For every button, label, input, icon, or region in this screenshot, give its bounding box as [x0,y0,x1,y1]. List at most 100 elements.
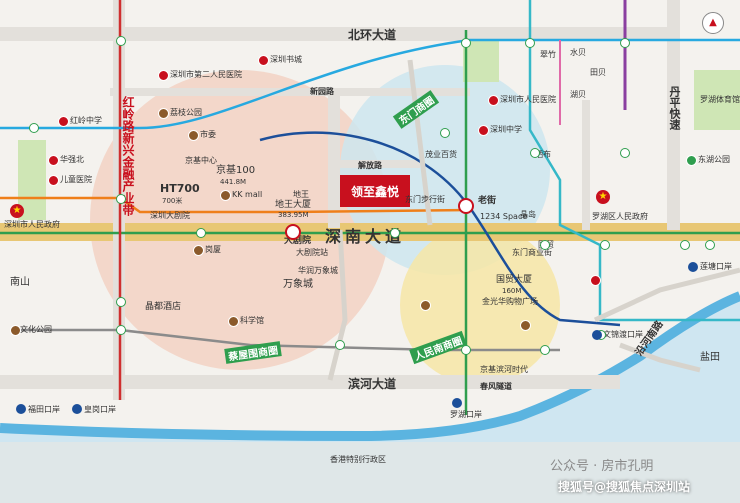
landmark-luohu-stadium: 罗湖体育馆 [700,95,740,104]
port-icon [688,262,698,272]
star-icon: ★ [596,190,610,204]
landmark-luohu-gov: 罗湖区人民政府 [592,212,648,221]
poi-label: 大剧院站 [296,248,328,257]
landmark-diwang-height: 383.95M [278,211,309,219]
metro-station [530,148,540,158]
poi-pin [590,275,601,286]
landmark-huanggang-port: 皇岗口岸 [84,405,116,414]
landmark-yantian: 盐田 [700,352,720,363]
project-highlight[interactable]: 领至鑫悦 [340,175,410,207]
metro-station [620,38,630,48]
tunnel-label-chunfeng: 春风隧道 [480,382,512,391]
poi-pin [193,245,204,256]
poi-label: 深圳书城 [270,55,302,64]
metro-station [705,240,715,250]
poi-pin [158,70,169,81]
road-label-danping: 丹平快速 [668,86,681,130]
metro-station [525,38,535,48]
metro-station [116,194,126,204]
poi-label: 京基滨河时代 [480,365,528,374]
metro-station [600,240,610,250]
road-label-jiefang: 解放路 [358,161,382,170]
landmark-ht700: HT700 [160,182,200,195]
landmark-diwang: 地王大厦 [275,200,312,210]
poi-pin [420,300,431,311]
star-icon: ★ [10,204,24,218]
watermark-account: 公众号 · 房市孔明 [550,459,654,474]
landmark-hongling-school: 红岭中学 [70,116,102,125]
poi-pin [48,155,59,166]
poi-label: 文化公园 [20,325,52,334]
port-icon [72,404,82,414]
poi-label: 东门步行街 [405,195,445,204]
landmark-wenjindu-port: 文锦渡口岸 [603,330,643,339]
poi-label: 儿童医院 [60,175,92,184]
metro-station [440,128,450,138]
landmark-ht700-height: 700米 [162,197,183,205]
landmark-shenzhen-school: 深圳中学 [490,125,522,134]
watermark-sohu: 搜狐号@搜狐焦点深圳站 [558,480,691,494]
metro-station [335,340,345,350]
poi-label: 晶岛 [520,210,536,219]
landmark-guomao: 国贸大厦 [496,275,533,285]
metro-station [116,297,126,307]
metro-station [29,123,39,133]
landmark-laojie-space: 1234 Space [480,212,528,221]
poi-label: 市委 [200,130,216,139]
poi-pin [188,130,199,141]
metro-station [116,36,126,46]
poi-pin [258,55,269,66]
poi-label: 京基中心 [185,156,217,165]
landmark-nanshan: 南山 [10,277,30,288]
poi-pin [488,95,499,106]
poi-label: 华润万象城 [298,266,338,275]
port-icon [452,398,462,408]
road-label-shennan: 深南大道 [325,227,406,246]
landmark-shenzhen-gov: 深圳市人民政府 [4,220,60,229]
metro-station [540,345,550,355]
landmark-dongmen-street: 东门商业街 [512,248,552,257]
road-label-xinyuan: 新园路 [310,87,334,96]
poi-label: 晒布 [535,150,551,159]
road-label-binhe: 滨河大道 [348,377,397,391]
landmark-dajuyuan: 大剧院 [284,236,312,246]
landmark-laojie: 老街 [478,196,497,206]
road-label-hongling-corridor: 红岭路新兴金融产业带 [121,96,135,216]
transfer-hub-dajuyuan [285,224,301,240]
poi-pin [220,190,231,201]
poi-label: 华强北 [60,155,84,164]
port-icon [592,330,602,340]
poi-label: 茂业百货 [425,150,457,159]
project-name: 领至鑫悦 [350,184,399,199]
metro-station [461,345,471,355]
landmark-luohu-port: 罗湖口岸 [450,410,482,419]
road-label-beihuan: 北环大道 [348,28,397,42]
poi-label: 湖贝 [570,90,586,99]
poi-label: 地王 [293,190,309,199]
compass-icon: ▲ [702,12,724,34]
landmark-donghu-park: 东湖公园 [698,155,730,164]
poi-pin [478,125,489,136]
landmark-jinguanghua: 金光华购物广场 [482,297,538,306]
metro-station [680,240,690,250]
metro-station [196,228,206,238]
landmark-wanxiang: 万象城 [283,279,313,290]
landmark-people-hospital: 深圳市人民医院 [500,95,556,104]
landmark-jingji100-height: 441.8M [220,178,247,186]
metro-station [461,38,471,48]
metro-station [116,325,126,335]
transfer-hub-laojie [458,198,474,214]
poi-pin [520,320,531,331]
landmark-jingji100: 京基100 [216,165,256,176]
landmark-lianhu-port: 莲塘口岸 [700,262,732,271]
landmark-hong-kong: 香港特别行政区 [330,455,386,464]
poi-pin [158,108,169,119]
poi-pin [48,175,59,186]
poi-label: 岗厦 [205,245,221,254]
landmark-kk-mall: KK mall [232,190,263,199]
poi-label: 翠竹 [540,50,556,59]
poi-pin [58,116,69,127]
landmark-jingdu-hotel: 晶都酒店 [145,302,182,312]
